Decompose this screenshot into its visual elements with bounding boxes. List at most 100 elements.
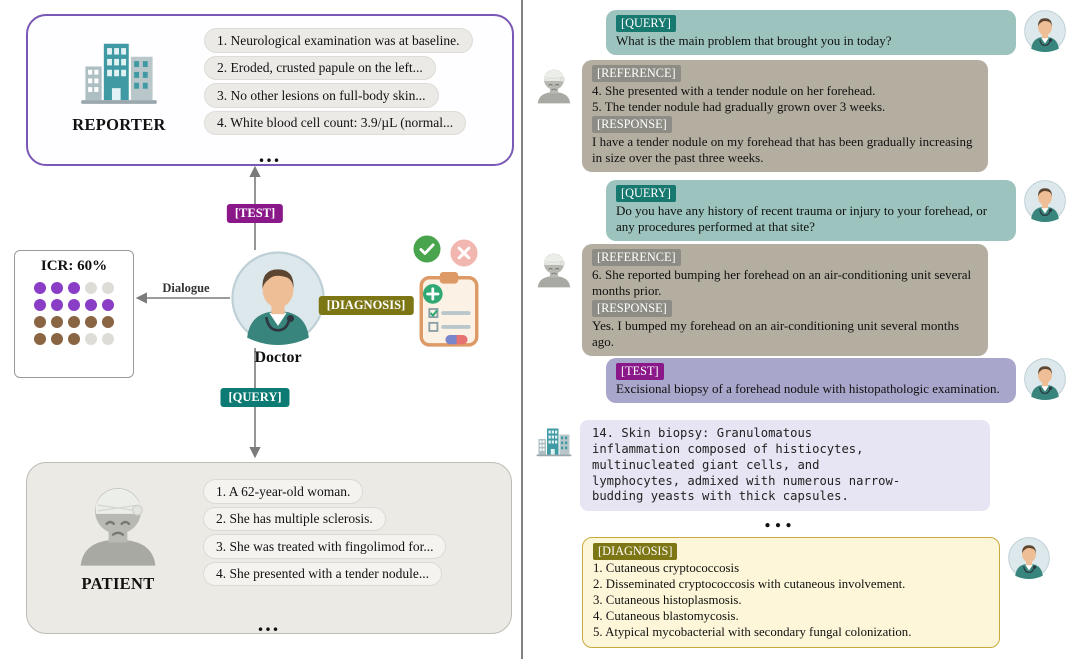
doctor-avatar [1024, 358, 1066, 400]
diagnosis-item: 1. Cutaneous cryptococcosis [593, 561, 740, 576]
icr-dot [34, 316, 46, 328]
reference-text: 4. She presented with a tender nodule on… [592, 83, 886, 114]
icr-dot-grid [15, 282, 133, 350]
icr-dot [68, 316, 80, 328]
reference-tag: [REFERENCE] [592, 249, 681, 267]
patient-fact-pill: 3. She was treated with fingolimod for..… [203, 534, 447, 559]
diagnosis-item: 2. Disseminated cryptococcosis with cuta… [593, 577, 906, 592]
panel-divider [521, 0, 523, 659]
query-edge-badge: [QUERY] [220, 388, 290, 407]
diagnosis-tag: [DIAGNOSIS] [593, 543, 678, 561]
icr-dot [102, 316, 114, 328]
reporter-finding-pill: 3. No other lesions on full-body skin... [204, 83, 439, 108]
icr-dot [34, 282, 46, 294]
patient-avatar [534, 248, 574, 288]
icr-dot [34, 333, 46, 345]
reporter-finding-pill: 1. Neurological examination was at basel… [204, 28, 473, 53]
query-bubble: [QUERY] Do you have any history of recen… [606, 180, 1016, 241]
icr-dot [51, 299, 63, 311]
icr-dot [51, 282, 63, 294]
diagnosis-clipboard-icon [412, 268, 486, 350]
patient-avatar [534, 64, 574, 104]
patient-ellipsis: ... [257, 611, 281, 636]
icr-dot [68, 333, 80, 345]
icr-dot-row [15, 316, 133, 333]
response-tag: [RESPONSE] [592, 115, 672, 133]
icr-dot-row [15, 299, 133, 316]
patient-fact-pill: 1. A 62-year-old woman. [203, 479, 364, 504]
reporter-label: REPORTER [72, 115, 166, 134]
icr-dot-row [15, 333, 133, 350]
icr-dot [51, 316, 63, 328]
patient-icon [72, 475, 164, 567]
icr-dot [85, 316, 97, 328]
hospital-icon [536, 424, 572, 460]
test-tag: [TEST] [616, 363, 664, 381]
test-bubble: [TEST] Excisional biopsy of a forehead n… [606, 358, 1016, 403]
dialogue-edge-label: Dialogue [162, 281, 210, 295]
doctor-avatar [1008, 537, 1050, 579]
reporter-finding-pill: 4. White blood cell count: 3.9/µL (norma… [204, 110, 467, 136]
icr-title: ICR: 60% [40, 258, 108, 274]
chat-message-patient-1: [REFERENCE] 4. She presented with a tend… [534, 60, 988, 172]
icr-dot [34, 299, 46, 311]
icr-dot [102, 282, 114, 294]
lab-report-bubble: 14. Skin biopsy: Granulomatous inflammat… [580, 420, 990, 512]
patient-fact-pill: 2. She has multiple sclerosis. [203, 506, 386, 532]
diagnosis-edge-badge: [DIAGNOSIS] [318, 296, 414, 315]
test-edge-badge: [TEST] [226, 204, 284, 223]
check-icon [412, 234, 442, 264]
chat-message-lab-report: 14. Skin biopsy: Granulomatous inflammat… [536, 420, 990, 512]
icr-dot [51, 333, 63, 345]
patient-bubble: [REFERENCE] 4. She presented with a tend… [582, 60, 988, 172]
diagnosis-item: 4. Cutaneous blastomycosis. [593, 609, 739, 624]
doctor-label: Doctor [254, 349, 302, 366]
icr-dot [85, 282, 97, 294]
doctor-avatar [1024, 180, 1066, 222]
doctor-avatar [1024, 10, 1066, 52]
reporter-panel: REPORTER 1. Neurological examination was… [26, 14, 514, 166]
query-tag: [QUERY] [616, 15, 676, 33]
reporter-agent: REPORTER [48, 38, 190, 135]
query-bubble: [QUERY] What is the main problem that br… [606, 10, 1016, 55]
patient-fact-pill: 4. She presented with a tender nodule... [203, 561, 442, 587]
icr-dot [68, 299, 80, 311]
patient-agent: PATIENT [47, 475, 189, 594]
chat-message-patient-2: [REFERENCE] 6. She reported bumping her … [534, 244, 988, 356]
patient-bubble: [REFERENCE] 6. She reported bumping her … [582, 244, 988, 356]
patient-panel: PATIENT 1. A 62-year-old woman.2. She ha… [26, 462, 512, 636]
icr-dot [102, 299, 114, 311]
reference-text: 6. She reported bumping her forehead on … [592, 267, 972, 298]
response-text: I have a tender nodule on my forehead th… [592, 134, 973, 165]
icr-dot-row [15, 282, 133, 299]
diagnosis-item: 3. Cutaneous histoplasmosis. [593, 593, 742, 608]
response-tag: [RESPONSE] [592, 299, 672, 317]
message-text: Do you have any history of recent trauma… [616, 203, 988, 234]
doctor-avatar-large [231, 251, 325, 345]
cross-icon [449, 238, 479, 268]
patient-facts-list: 1. A 62-year-old woman.2. She has multip… [203, 476, 509, 589]
icr-panel: ICR: 60% [14, 250, 134, 378]
hospital-icon [80, 38, 158, 108]
query-tag: [QUERY] [616, 185, 676, 203]
response-text: Yes. I bumped my forehead on an air-cond… [592, 318, 960, 349]
reference-tag: [REFERENCE] [592, 65, 681, 83]
icr-dot [85, 299, 97, 311]
reporter-findings-list: 1. Neurological examination was at basel… [204, 25, 510, 138]
diagnosis-item: 5. Atypical mycobacterial with secondary… [593, 625, 912, 640]
icr-dot [102, 333, 114, 345]
patient-label: PATIENT [81, 574, 155, 593]
message-text: Excisional biopsy of a forehead nodule w… [616, 381, 1000, 397]
chat-ellipsis: ... [764, 504, 796, 533]
icr-dot [85, 333, 97, 345]
chat-message-test: [TEST] Excisional biopsy of a forehead n… [606, 358, 1066, 403]
chat-message-query-1: [QUERY] What is the main problem that br… [606, 10, 1066, 55]
icr-dot [68, 282, 80, 294]
reporter-ellipsis: ... [258, 142, 282, 167]
message-text: What is the main problem that brought yo… [616, 33, 892, 49]
reporter-finding-pill: 2. Eroded, crusted papule on the left... [204, 55, 436, 81]
